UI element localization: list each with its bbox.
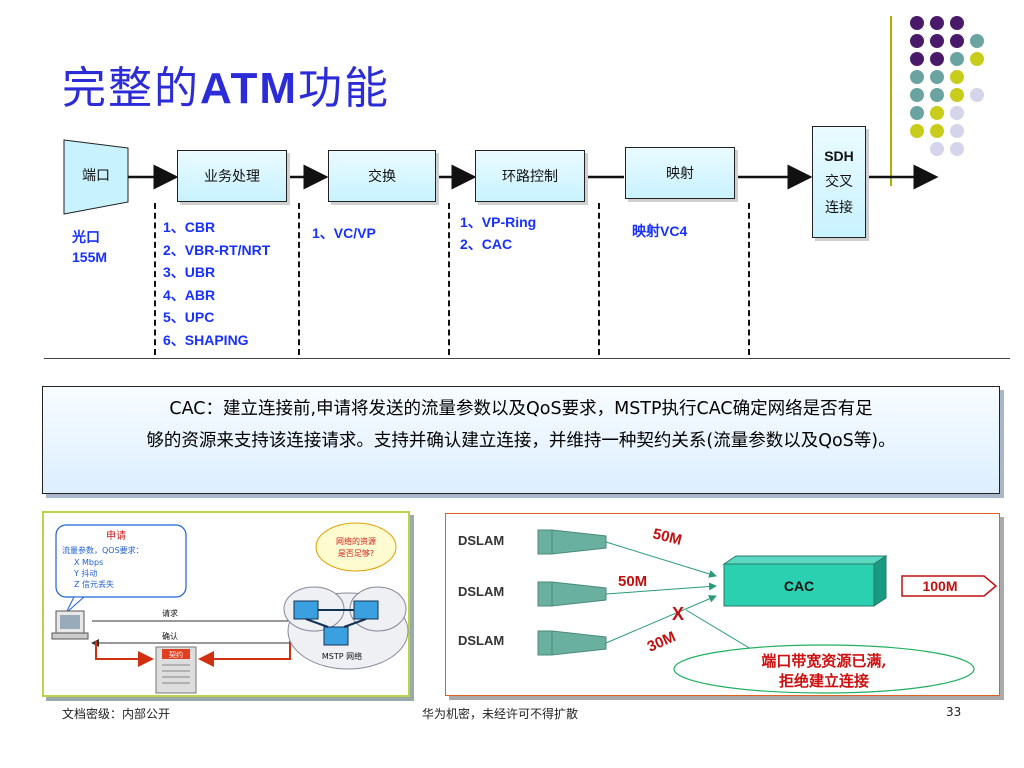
mapping-box: 映射 <box>625 147 735 199</box>
bubble-line: X Mbps <box>74 558 103 567</box>
page-title: 完整的ATM功能 <box>62 63 391 114</box>
decorative-dot <box>950 106 964 120</box>
decorative-dot <box>970 34 984 48</box>
decorative-dot <box>970 52 984 66</box>
footer-confidential: 华为机密，未经许可不得扩散 <box>422 707 579 721</box>
decorative-dot <box>970 88 984 102</box>
decorative-dot <box>910 124 924 138</box>
rejection-line: 端口带宽资源已满, <box>761 652 886 670</box>
question-line: 是否足够? <box>338 548 374 558</box>
page-number: 33 <box>946 705 962 719</box>
bandwidth-label: 30M <box>645 628 679 655</box>
decorative-dot <box>950 142 964 156</box>
decorative-vertical-line <box>890 16 892 186</box>
horizontal-divider <box>44 358 1010 359</box>
decorative-dot <box>930 88 944 102</box>
confirm-label: 确认 <box>162 631 178 641</box>
cac-reject-diagram: DSLAM DSLAM DSLAM 50M 50M 30M X CAC 100M… <box>445 513 1000 696</box>
decorative-dot <box>930 16 944 30</box>
cac-box-label: CAC <box>784 578 814 594</box>
request-label: 请求 <box>162 608 178 618</box>
decorative-dot <box>930 106 944 120</box>
flow-arrows <box>128 164 939 190</box>
switch-box: 交换 <box>328 150 436 202</box>
port-label: 端口 <box>82 168 110 184</box>
decorative-dot <box>950 52 964 66</box>
reject-mark: X <box>672 604 684 624</box>
decorative-dot <box>950 70 964 84</box>
service-box: 业务处理 <box>177 150 287 202</box>
dslam-label: DSLAM <box>458 533 504 548</box>
decorative-dot <box>910 16 924 30</box>
decorative-dot <box>930 142 944 156</box>
mapping-items: 映射VC4 <box>632 223 688 239</box>
bubble-line: 流量参数，QOS要求： <box>62 545 144 555</box>
decorative-dot <box>950 34 964 48</box>
cac-definition-box: CAC：建立连接前,申请将发送的流量参数以及QoS要求，MSTP执行CAC确定网… <box>42 386 1000 494</box>
sdh-cross-connect-box: SDH 交叉 连接 <box>812 126 866 238</box>
decorative-dot <box>950 124 964 138</box>
decorative-dot-grid <box>900 14 1010 164</box>
bandwidth-label: 50M <box>618 573 647 590</box>
bubble-line: Z 信元丢失 <box>74 579 114 589</box>
contract-label: 契约 <box>169 650 183 659</box>
decorative-dot <box>930 124 944 138</box>
dashed-separator <box>154 203 156 355</box>
port-box: 端口 <box>63 139 129 215</box>
decorative-dot <box>910 88 924 102</box>
decorative-dot <box>910 34 924 48</box>
decorative-dot <box>930 52 944 66</box>
dslam-label: DSLAM <box>458 633 504 648</box>
output-bandwidth: 100M <box>922 578 957 594</box>
decorative-dot <box>910 70 924 84</box>
decorative-dot <box>930 34 944 48</box>
bubble-title: 申请 <box>106 529 126 542</box>
cac-request-diagram: 申请 流量参数，QOS要求： X Mbps Y 抖动 Z 信元丢失 请求 确认 … <box>42 511 410 697</box>
decorative-dot <box>910 52 924 66</box>
decorative-dot <box>950 88 964 102</box>
dashed-separator <box>298 203 300 355</box>
decorative-dot <box>930 70 944 84</box>
switch-items: 1、VC/VP <box>312 225 376 241</box>
footer-classification: 文档密级：内部公开 <box>62 707 171 721</box>
dashed-separator <box>598 203 600 355</box>
question-line: 网络的资源 <box>336 536 376 546</box>
rejection-line: 拒绝建立连接 <box>779 672 869 690</box>
loop-control-box: 环路控制 <box>475 150 585 202</box>
network-label: MSTP 网络 <box>322 651 362 661</box>
dashed-separator <box>448 203 450 355</box>
dslam-label: DSLAM <box>458 584 504 599</box>
bandwidth-label: 50M <box>651 525 683 549</box>
bubble-line: Y 抖动 <box>73 568 97 578</box>
decorative-dot <box>910 106 924 120</box>
decorative-dot <box>950 16 964 30</box>
dashed-separator <box>748 203 750 355</box>
